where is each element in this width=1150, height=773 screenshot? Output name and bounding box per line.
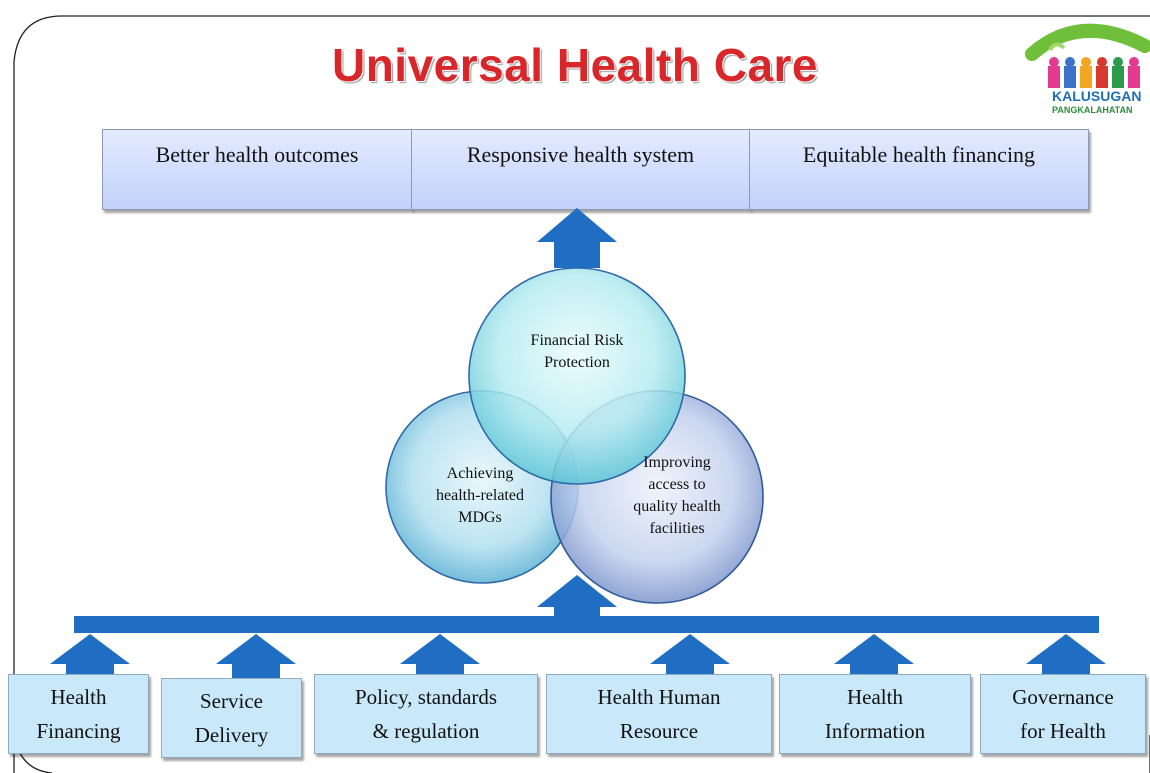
up-arrow-pillar-4: [650, 634, 730, 676]
circle-label-top: Financial Risk Protection: [530, 332, 624, 371]
circle-label-right: Improving access to quality health facil…: [633, 454, 721, 537]
outcome-responsive-health-system: Responsive health system: [411, 129, 750, 210]
outcome-better-health-outcomes: Better health outcomes: [102, 129, 412, 210]
up-arrow-pillar-3: [400, 634, 480, 676]
horizontal-bar: [74, 616, 1099, 633]
up-arrow-pillar-6: [1026, 634, 1106, 676]
page-title: Universal Health Care: [331, 39, 819, 91]
up-arrow-pillar-2: [216, 634, 296, 678]
logo-text: KALUSUGAN: [1052, 88, 1142, 104]
kalusugan-logo: [1025, 23, 1150, 88]
up-arrow-pillar-5: [834, 634, 914, 676]
up-arrow-top: [537, 208, 617, 268]
pillar-policy-standards-regulation: Policy, standards& regulation: [314, 674, 538, 754]
up-arrow-pillar-1: [50, 634, 130, 676]
circle-label-left: Achieving health-related MDGs: [436, 465, 524, 526]
up-arrow-center: [537, 575, 617, 617]
circle-top: [468, 267, 686, 485]
outcome-equitable-health-financing: Equitable health financing: [749, 129, 1089, 210]
logo-subtext: PANGKALAHATAN: [1052, 105, 1133, 115]
